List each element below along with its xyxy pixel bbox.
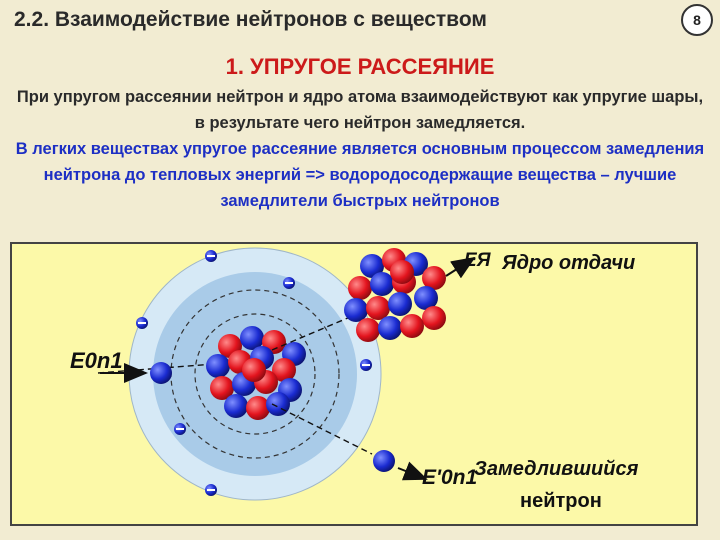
recoil-path — [271, 311, 363, 351]
slide-title: 2.2. Взаимодействие нейтронов с вещество… — [14, 8, 487, 31]
electron-orbit-inner — [194, 313, 316, 435]
page-number-badge: 8 — [681, 4, 713, 36]
target-nucleus — [206, 326, 306, 420]
electron — [205, 484, 217, 496]
paragraph-definition: При упругом рассеянии нейтрон и ядро ато… — [16, 88, 704, 132]
paragraph-moderation: В легких веществах упругое рассеяние явл… — [15, 140, 705, 210]
recoil-energy-label: EЯ — [464, 250, 491, 271]
scattered-neutron-text-line2: нейтрон — [520, 490, 602, 512]
incoming-neutron — [150, 362, 172, 384]
recoil-nucleus-label: Ядро отдачи — [502, 252, 636, 274]
recoil-arrow — [445, 256, 476, 279]
incoming-neutron-label: E0n1 — [70, 348, 123, 373]
electron — [136, 317, 148, 329]
scattered-neutron-text-line1: Замедлившийся — [474, 458, 639, 480]
scattered-arrow — [397, 461, 428, 481]
recoil-nucleus — [344, 248, 446, 342]
electron — [205, 250, 217, 262]
scattered-neutron — [373, 450, 395, 472]
scattered-neutron-energy-label: E'0n1 — [422, 466, 478, 489]
scattering-diagram — [97, 247, 476, 501]
electrons — [136, 250, 372, 496]
electron — [283, 277, 295, 289]
scattered-path — [271, 403, 373, 455]
electron — [174, 423, 186, 435]
electron — [360, 359, 372, 371]
section-title: 1. УПРУГОЕ РАССЕЯНИЕ — [225, 54, 495, 79]
